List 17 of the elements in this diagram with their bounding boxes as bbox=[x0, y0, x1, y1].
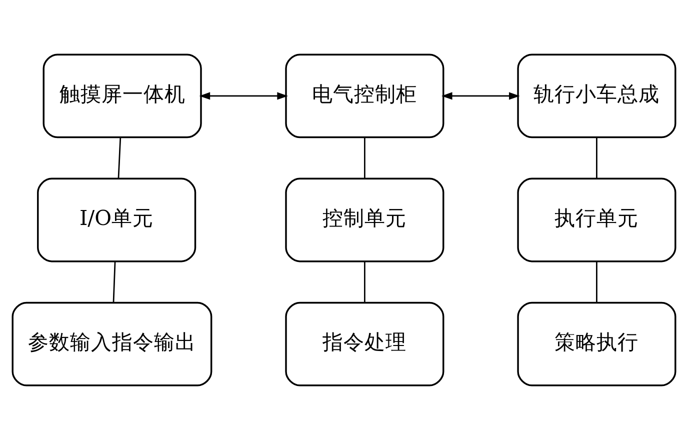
arrow bbox=[441, 92, 520, 100]
node-box: 触摸屏一体机 bbox=[42, 54, 202, 138]
node-box: 策略执行 bbox=[517, 302, 676, 386]
arrow bbox=[199, 92, 288, 100]
connector bbox=[112, 261, 116, 302]
node-box: 轨行小车总成 bbox=[517, 54, 676, 138]
node-box: 参数输入指令输出 bbox=[12, 302, 212, 386]
node-box: 执行单元 bbox=[517, 178, 676, 262]
node-box: 电气控制柜 bbox=[285, 54, 444, 138]
connector bbox=[364, 261, 366, 302]
node-box: 控制单元 bbox=[285, 178, 444, 262]
connector bbox=[596, 137, 598, 178]
connector bbox=[596, 261, 598, 302]
connector bbox=[364, 137, 366, 178]
node-box: I/O单元 bbox=[37, 178, 196, 262]
node-box: 指令处理 bbox=[285, 302, 444, 386]
connector bbox=[118, 137, 122, 178]
